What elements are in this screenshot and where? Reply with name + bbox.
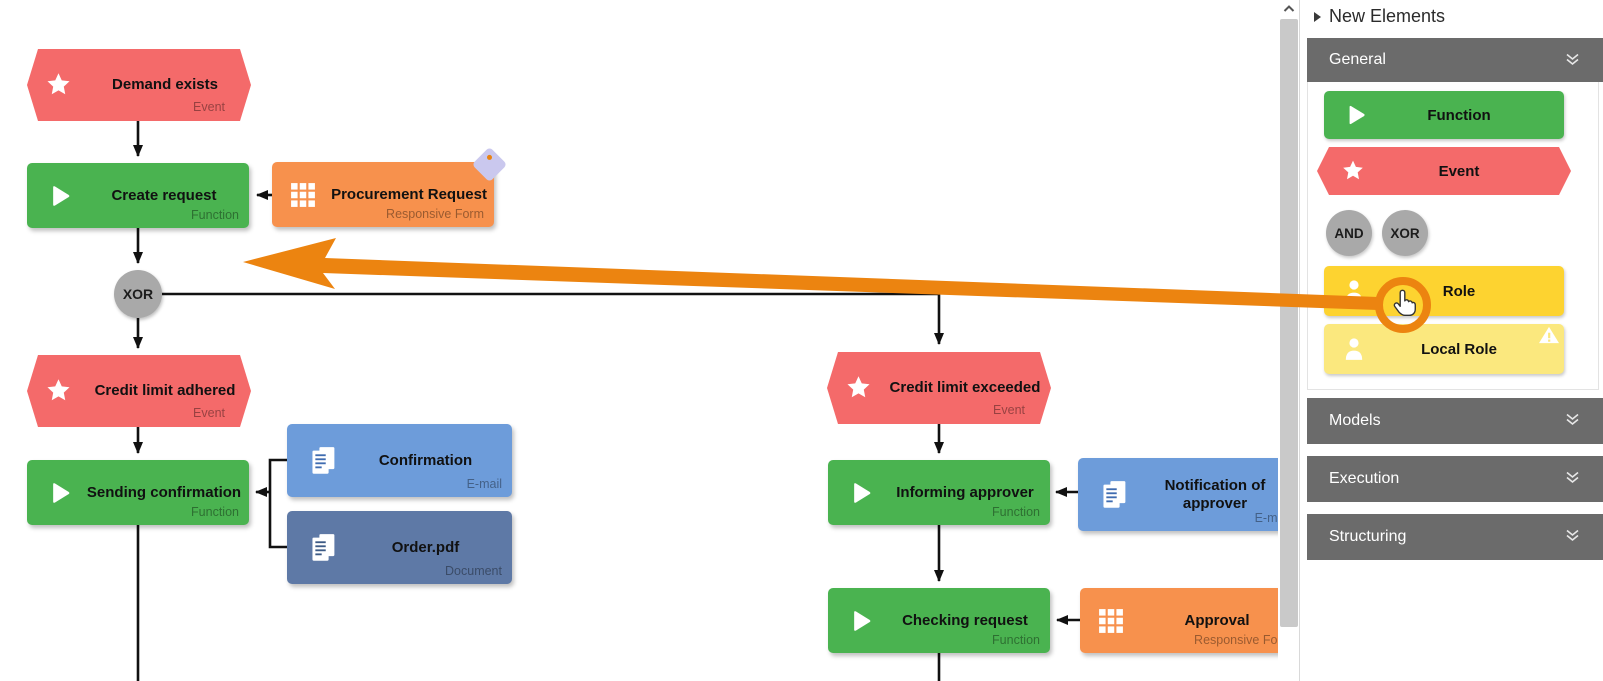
form-approval[interactable]: Approval Responsive Form — [1080, 588, 1278, 653]
function-sending-confirmation[interactable]: Sending confirmation Function — [27, 460, 249, 525]
grid-icon — [291, 182, 315, 207]
node-type: Function — [191, 505, 239, 519]
function-create-request[interactable]: Create request Function — [27, 163, 249, 228]
node-label: Informing approver — [896, 483, 1034, 501]
scrollbar-thumb[interactable] — [1280, 19, 1298, 627]
section-header-execution[interactable]: Execution — [1307, 456, 1603, 502]
node-label: Credit limit adhered — [94, 382, 236, 400]
palette-item-and[interactable]: AND — [1326, 210, 1372, 256]
email-notification-of-approver[interactable]: Notification of approver E-mail — [1078, 458, 1278, 531]
event-credit-limit-adhered[interactable]: Credit limit adhered Event — [27, 355, 251, 427]
xor-gate[interactable]: XOR — [114, 270, 162, 318]
document-order-pdf[interactable]: Order.pdf Document — [287, 511, 512, 584]
palette-item-function[interactable]: Function — [1324, 91, 1564, 139]
vertical-scrollbar[interactable] — [1279, 0, 1299, 681]
node-label: Sending confirmation — [86, 483, 242, 501]
document-icon — [312, 533, 335, 561]
star-icon — [45, 378, 72, 405]
function-checking-request[interactable]: Checking request Function — [828, 588, 1050, 653]
warning-icon — [1539, 326, 1559, 344]
palette-item-label: Event — [1438, 162, 1480, 180]
form-procurement-request[interactable]: Procurement Request Responsive Form — [272, 146, 508, 227]
node-type: Function — [191, 208, 239, 222]
section-label: Structuring — [1329, 528, 1407, 545]
node-label: Confirmation — [378, 451, 473, 469]
section-header-general[interactable]: General — [1307, 38, 1603, 82]
node-label: Demand exists — [112, 76, 218, 94]
grid-icon — [1099, 608, 1123, 633]
node-label: Notification of approver — [1164, 477, 1266, 512]
new-elements-panel: New Elements General Function Event AND … — [1299, 0, 1603, 681]
document-icon — [1103, 480, 1126, 508]
star-icon — [845, 375, 872, 402]
person-icon — [1345, 338, 1363, 360]
star-icon — [1341, 159, 1365, 183]
play-icon — [1349, 105, 1365, 125]
node-type: Event — [193, 100, 225, 114]
function-informing-approver[interactable]: Informing approver Function — [828, 460, 1050, 525]
node-label: Order.pdf — [391, 538, 460, 556]
node-type: Responsive Form — [1194, 633, 1278, 647]
node-label: Procurement Request — [331, 185, 487, 203]
gate-label: XOR — [122, 286, 154, 302]
node-label: Approval — [1184, 611, 1250, 629]
palette-item-local-role[interactable]: Local Role — [1324, 324, 1564, 374]
event-demand-exists[interactable]: Demand exists Event — [27, 49, 251, 121]
section-header-structuring[interactable]: Structuring — [1307, 514, 1603, 560]
palette-item-label: Local Role — [1421, 340, 1497, 358]
node-type: Function — [992, 505, 1040, 519]
palette-item-label: Function — [1427, 106, 1491, 124]
panel-title-label: New Elements — [1329, 6, 1446, 26]
node-type: E-mail — [466, 477, 502, 491]
node-type: Document — [445, 564, 502, 578]
node-type: E-mail — [1254, 511, 1278, 525]
node-type: Event — [193, 406, 225, 420]
palette-item-label: Role — [1442, 282, 1476, 300]
palette-item-label: AND — [1334, 225, 1364, 241]
section-label: Models — [1329, 412, 1381, 429]
play-icon — [854, 610, 871, 631]
palette-item-event[interactable]: Event — [1317, 147, 1571, 195]
palette-item-xor[interactable]: XOR — [1382, 210, 1428, 256]
star-icon — [45, 72, 72, 99]
node-label: Credit limit exceeded — [889, 379, 1041, 397]
node-type: Responsive Form — [386, 207, 484, 221]
palette-item-label: XOR — [1390, 225, 1420, 241]
chevron-double-down-icon — [1566, 413, 1579, 426]
node-type: Function — [992, 633, 1040, 647]
palette-item-role[interactable]: Role — [1324, 266, 1564, 316]
node-label: Create request — [111, 186, 217, 204]
event-credit-limit-exceeded[interactable]: Credit limit exceeded Event — [827, 352, 1051, 424]
document-icon — [312, 446, 335, 474]
panel-title[interactable]: New Elements — [1314, 6, 1445, 27]
play-icon — [53, 185, 70, 206]
collapse-arrow-icon — [1314, 11, 1321, 22]
chevron-double-down-icon — [1566, 53, 1579, 66]
scroll-up-icon[interactable] — [1283, 4, 1295, 13]
diagram-canvas[interactable]: Demand exists Event Create request Funct… — [0, 0, 1278, 681]
play-icon — [53, 482, 70, 503]
node-type: Event — [993, 403, 1025, 417]
section-header-models[interactable]: Models — [1307, 398, 1603, 444]
chevron-double-down-icon — [1566, 529, 1579, 542]
section-label: General — [1329, 51, 1386, 68]
email-confirmation[interactable]: Confirmation E-mail — [287, 424, 512, 497]
chevron-double-down-icon — [1566, 471, 1579, 484]
play-icon — [854, 482, 871, 503]
node-label: Checking request — [902, 611, 1028, 629]
section-label: Execution — [1329, 470, 1400, 487]
